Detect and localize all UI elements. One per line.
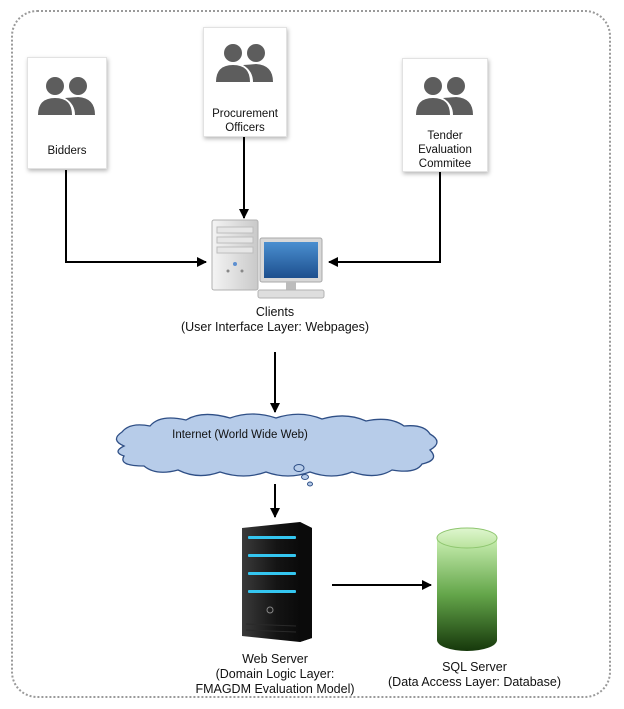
actor-label-tender-evaluation-commitee: Tender Evaluation Commitee: [418, 130, 472, 170]
arrow-bidders-to-clients: [65, 170, 207, 267]
actor-card-procurement-officers: Procurement Officers: [203, 27, 287, 137]
web-server-caption: Web Server (Domain Logic Layer: FMAGDM E…: [195, 652, 355, 696]
actor-card-tender-evaluation-commitee: Tender Evaluation Commitee: [402, 58, 488, 172]
internet-caption: Internet (World Wide Web): [172, 429, 308, 441]
server-rack-icon: [242, 522, 312, 642]
user-group-icon: [216, 44, 273, 82]
database-cylinder-icon: [436, 527, 498, 651]
actor-label-procurement-officers: Procurement Officers: [212, 108, 278, 134]
arrow-tender-to-clients: [328, 172, 441, 267]
actor-card-bidders: Bidders: [27, 57, 107, 169]
user-group-icon: [38, 77, 95, 115]
diagram-frame: [11, 10, 611, 698]
actor-label-bidders: Bidders: [47, 145, 87, 157]
sql-server-caption: SQL Server (Data Access Layer: Database): [388, 660, 561, 689]
clients-caption: Clients (User Interface Layer: Webpages): [180, 305, 370, 334]
cloud-icon: [115, 413, 438, 487]
user-group-icon: [416, 77, 473, 115]
desktop-computer-icon: [211, 219, 325, 299]
